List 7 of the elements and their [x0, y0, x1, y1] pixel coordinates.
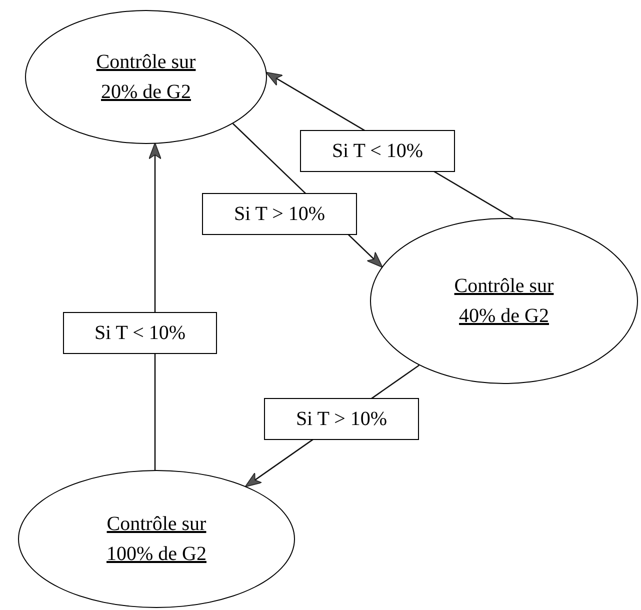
edge-label: Si T > 10%	[202, 193, 357, 235]
node-text: Contrôle sur 40% de G2	[453, 274, 555, 329]
edge-label: Si T < 10%	[300, 130, 455, 172]
node-text: Contrôle sur 20% de G2	[95, 50, 197, 105]
edge-label: Si T < 10%	[63, 312, 217, 354]
node-text: Contrôle sur 100% de G2	[106, 512, 208, 567]
edge-label: Si T > 10%	[264, 398, 419, 440]
